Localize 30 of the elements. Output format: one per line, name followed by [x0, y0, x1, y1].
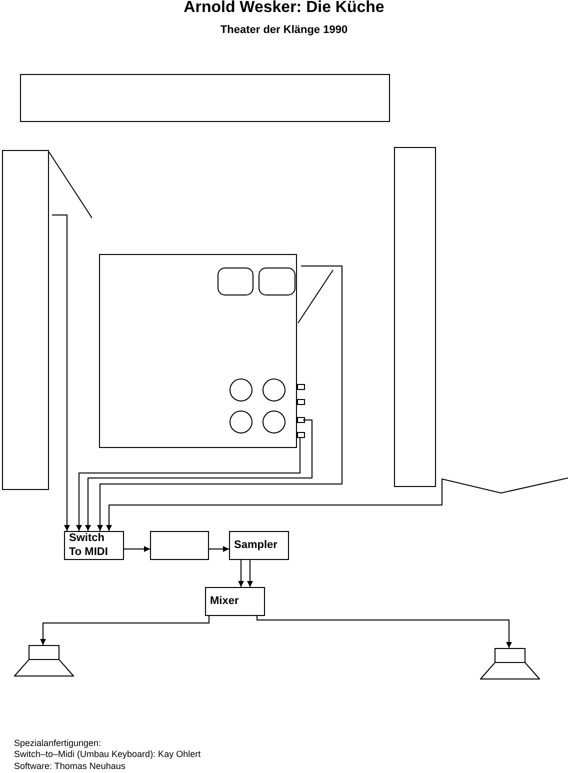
note-text: Switch–to–Midi (Umbau Keyboard): Kay Ohlert	[14, 749, 201, 760]
speaker-drawing	[480, 648, 540, 680]
arrow	[238, 560, 244, 588]
panel-box	[99, 254, 297, 448]
arrow	[85, 420, 312, 532]
arrow	[97, 266, 342, 532]
subtitle: Theater der Klänge 1990	[219, 23, 349, 38]
panel-box	[2, 150, 49, 490]
process-box: Mixer	[205, 587, 265, 616]
process-box: Sampler	[229, 531, 289, 560]
connector-jack	[297, 384, 305, 390]
panel-box	[20, 74, 390, 122]
arrow	[52, 214, 70, 532]
arrow	[256, 616, 512, 648]
speaker-drawing	[14, 645, 74, 677]
panel-box	[394, 147, 436, 487]
arrow	[106, 478, 568, 532]
title: Arnold Wesker: Die Küche	[182, 0, 386, 16]
arrow	[76, 438, 300, 532]
arrow	[208, 546, 230, 552]
note-text: Spezialanfertigungen:	[14, 738, 102, 750]
note-text: Software: Thomas Neuhaus	[14, 760, 126, 772]
connector-jack	[297, 432, 305, 438]
connector-jack	[297, 417, 305, 423]
arrow	[124, 546, 150, 552]
panel-box	[150, 531, 209, 560]
arrow	[247, 560, 253, 588]
connector-jack	[297, 399, 305, 405]
process-box: Switch To MIDI	[64, 531, 124, 560]
arrow	[40, 616, 210, 646]
